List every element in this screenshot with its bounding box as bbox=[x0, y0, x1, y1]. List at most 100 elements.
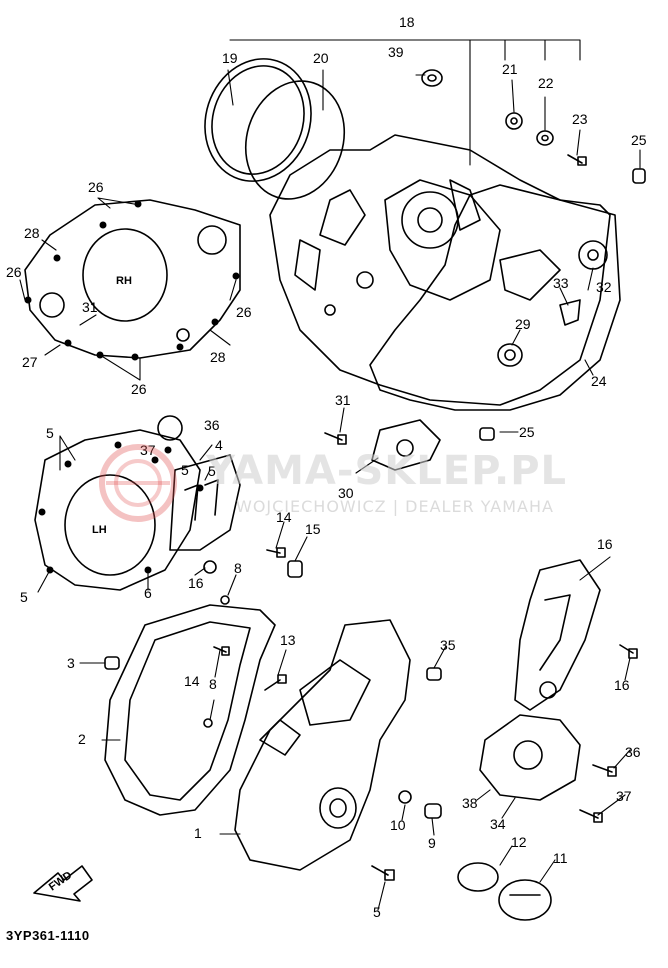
part-5-label-c: 5 bbox=[181, 462, 189, 478]
part-17-label-lh: 16 bbox=[188, 575, 204, 591]
bolt-36 bbox=[592, 764, 617, 777]
part-25-label-top: 25 bbox=[631, 132, 647, 148]
part-4-label: 4 bbox=[215, 437, 223, 453]
part-19-label: 19 bbox=[222, 50, 238, 66]
washer-10 bbox=[398, 790, 412, 804]
plate-33 bbox=[559, 299, 581, 326]
part-2-label: 2 bbox=[78, 731, 86, 747]
washer-8-lower bbox=[203, 718, 213, 728]
part-28-label-b: 28 bbox=[210, 349, 226, 365]
bolt-31 bbox=[324, 432, 347, 445]
o-ring-12 bbox=[457, 862, 499, 892]
part-number-labels: 18 19 20 39 21 22 23 25 26 28 26 31 26 2… bbox=[6, 14, 647, 920]
cover-rh bbox=[24, 199, 241, 359]
crankcase-cover-1 bbox=[234, 619, 411, 871]
part-24-label: 24 bbox=[591, 373, 607, 389]
grommet-17-lh bbox=[203, 560, 217, 574]
part-36-label-b: 36 bbox=[625, 744, 641, 760]
part-5-label-d: 5 bbox=[20, 589, 28, 605]
part-10-label: 10 bbox=[390, 817, 406, 833]
sprocket-guard-4 bbox=[169, 454, 241, 551]
crankcase-rh bbox=[269, 134, 611, 406]
part-23-label: 23 bbox=[572, 111, 588, 127]
part-26-label-d: 26 bbox=[131, 381, 147, 397]
sprocket-cover-16 bbox=[514, 559, 601, 711]
plug-9 bbox=[424, 803, 442, 819]
part-26-label-c: 26 bbox=[236, 304, 252, 320]
part-8-label-b: 8 bbox=[209, 676, 217, 692]
gasket-2 bbox=[104, 604, 276, 816]
plug-11 bbox=[498, 879, 552, 921]
part-5-label-b: 5 bbox=[208, 463, 216, 479]
part-37-label-a: 37 bbox=[140, 442, 156, 458]
part-26-label-a: 26 bbox=[88, 179, 104, 195]
part-17-label-right: 16 bbox=[614, 677, 630, 693]
part-38-label: 38 bbox=[462, 795, 478, 811]
bolt-14-lower bbox=[213, 646, 230, 656]
part-21-label: 21 bbox=[502, 61, 518, 77]
diagram-code: 3YP361-1110 bbox=[6, 928, 90, 943]
oil-seal-39 bbox=[421, 69, 443, 87]
cover-lh-label: LH bbox=[92, 524, 107, 536]
part-28-label-a: 28 bbox=[24, 225, 40, 241]
part-27-label: 27 bbox=[22, 354, 38, 370]
bearing-21 bbox=[505, 112, 523, 130]
part-20-label: 20 bbox=[313, 50, 329, 66]
part-26-label-b: 26 bbox=[6, 264, 22, 280]
collar-15 bbox=[287, 560, 303, 578]
part-18-label: 18 bbox=[399, 14, 415, 30]
part-35-label: 35 bbox=[440, 637, 456, 653]
part-13-label: 13 bbox=[280, 632, 296, 648]
fwd-arrow-icon bbox=[33, 865, 93, 902]
part-29-label: 29 bbox=[515, 316, 531, 332]
part-16-label: 16 bbox=[597, 536, 613, 552]
washer-22 bbox=[536, 130, 554, 146]
part-14-label-a: 14 bbox=[276, 509, 292, 525]
part-31-label-b: 31 bbox=[335, 392, 351, 408]
part-8-label-a: 8 bbox=[234, 560, 242, 576]
dowel-pin-35 bbox=[426, 667, 442, 681]
bolt-5-bottom bbox=[371, 865, 395, 881]
dowel-pin-3 bbox=[104, 656, 120, 670]
part-39-label: 39 bbox=[388, 44, 404, 60]
dowel-pin-25-top bbox=[632, 168, 646, 184]
bearing-29 bbox=[497, 343, 523, 367]
part-34-label: 34 bbox=[490, 816, 506, 832]
part-5-label-e: 5 bbox=[373, 904, 381, 920]
water-pump-cover-34 bbox=[479, 714, 581, 801]
part-22-label: 22 bbox=[538, 75, 554, 91]
part-32-label: 32 bbox=[596, 279, 612, 295]
dowel-pin-25-mid bbox=[479, 427, 495, 441]
part-3-label: 3 bbox=[67, 655, 75, 671]
part-25-label-mid: 25 bbox=[519, 424, 535, 440]
part-37-label-b: 37 bbox=[616, 788, 632, 804]
part-15-label: 15 bbox=[305, 521, 321, 537]
part-30-label: 30 bbox=[338, 485, 354, 501]
part-11-label: 11 bbox=[553, 850, 568, 866]
part-6-label: 6 bbox=[144, 585, 152, 601]
fastener-dots bbox=[24, 200, 240, 574]
part-31-label-a: 31 bbox=[82, 299, 98, 315]
part-5-label-a: 5 bbox=[46, 425, 54, 441]
bolt-37 bbox=[579, 809, 603, 823]
cover-rh-label: RH bbox=[116, 275, 132, 287]
bolt-14-upper bbox=[266, 547, 286, 558]
leader-lines bbox=[19, 39, 641, 911]
part-33-label: 33 bbox=[553, 275, 569, 291]
gasket-20 bbox=[244, 80, 346, 200]
pump-gear-32 bbox=[578, 240, 608, 270]
washer-8-top bbox=[220, 595, 230, 605]
part-12-label: 12 bbox=[511, 834, 527, 850]
bolt-13 bbox=[264, 674, 287, 691]
gasket-24 bbox=[369, 184, 621, 411]
gasket-19 bbox=[204, 58, 312, 182]
bolt-17-right bbox=[619, 644, 638, 659]
part-36-label-a: 36 bbox=[204, 417, 220, 433]
bolt-23 bbox=[567, 154, 587, 166]
part-9-label: 9 bbox=[428, 835, 436, 851]
part-14-label-b: 14 bbox=[184, 673, 200, 689]
oil-pump-cover-30 bbox=[371, 419, 441, 471]
fwd-label: FWD bbox=[47, 869, 74, 893]
part-1-label: 1 bbox=[194, 825, 202, 841]
